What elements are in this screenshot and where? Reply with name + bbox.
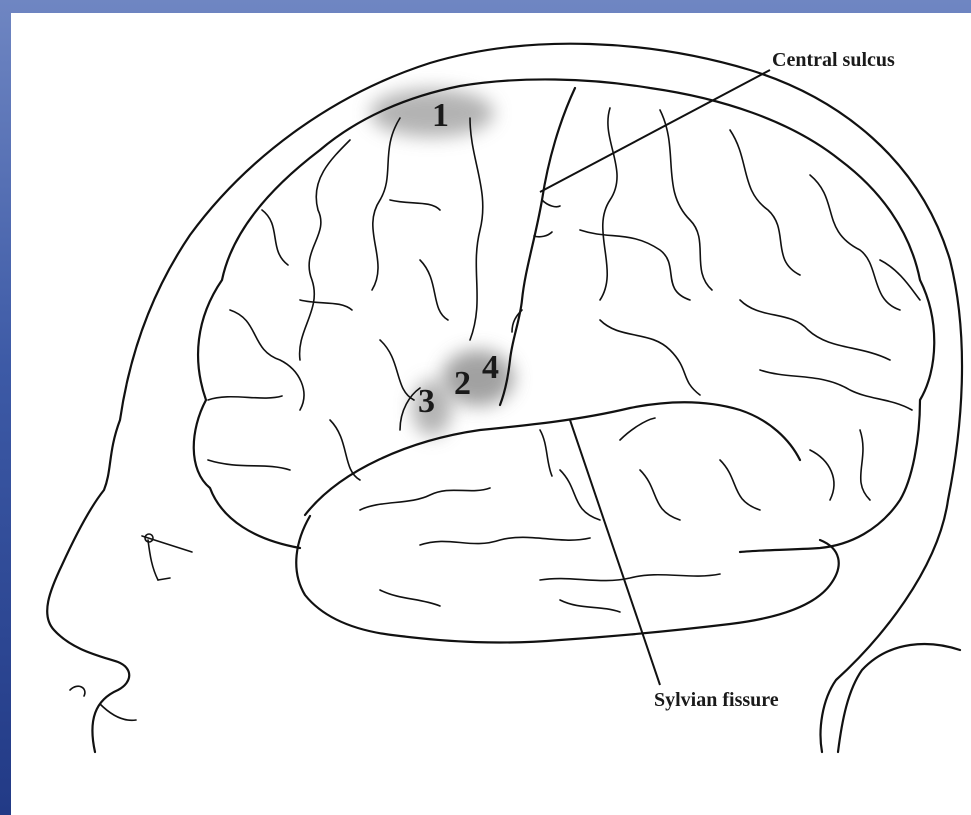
central-sulcus <box>500 88 575 405</box>
region-4-label: 4 <box>482 349 499 386</box>
gyri-parietal <box>580 108 920 500</box>
leader-lines <box>540 70 770 685</box>
sylvian-fissure-label: Sylvian fissure <box>654 689 779 711</box>
region-2-label: 2 <box>454 365 471 402</box>
gyri-temporal <box>360 418 760 612</box>
sylvian-fissure-leader <box>570 420 660 685</box>
region-3-label: 3 <box>418 383 435 420</box>
central-sulcus-label: Central sulcus <box>772 49 895 71</box>
region-1-label: 1 <box>432 97 449 134</box>
brain-outline <box>194 79 935 642</box>
